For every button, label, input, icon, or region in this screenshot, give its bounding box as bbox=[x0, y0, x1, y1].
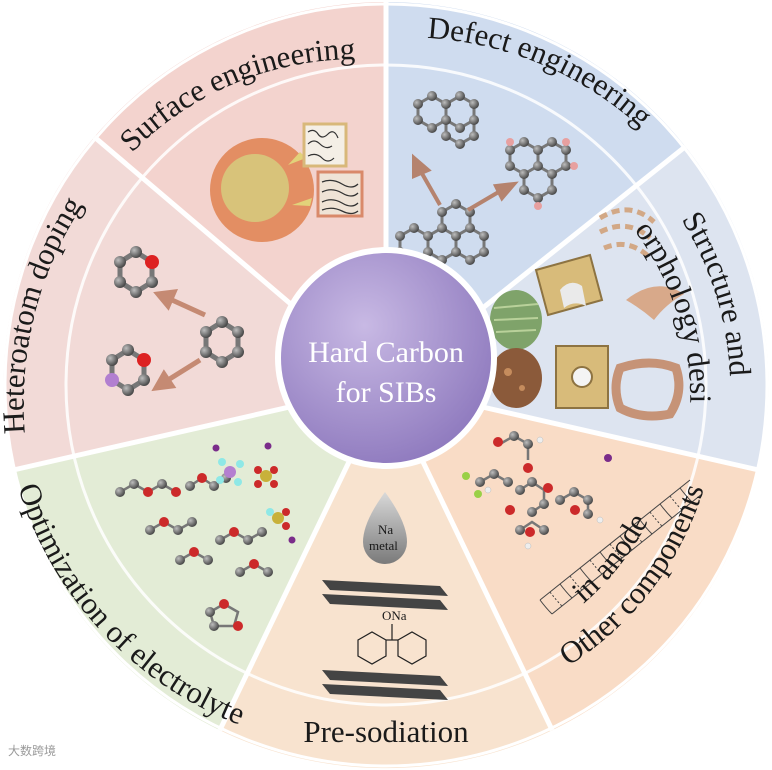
graphite-layers-lower bbox=[322, 670, 448, 700]
phosphorus-dopant bbox=[105, 373, 119, 387]
na-metal-droplet bbox=[363, 492, 407, 564]
electrolyte-molecules bbox=[115, 442, 296, 631]
label-pre-sodiation: Pre-sodiation bbox=[303, 714, 469, 749]
center-hub: Hard Carbon for SIBs bbox=[275, 247, 497, 469]
morphology-shapes bbox=[490, 207, 684, 421]
heteroatom-molecules bbox=[105, 246, 244, 396]
surface-particle-illustration bbox=[210, 122, 364, 242]
heteroatom-arrows bbox=[151, 288, 207, 392]
watermark: 大数跨境 bbox=[8, 744, 57, 758]
center-title-line2: for SIBs bbox=[336, 376, 437, 409]
sector-pre-sodiation bbox=[219, 385, 553, 769]
diphenyl-structure bbox=[357, 624, 427, 665]
oxygen-dopant-2 bbox=[137, 353, 151, 367]
defect-arrows bbox=[412, 153, 519, 212]
salt-anions bbox=[212, 442, 296, 544]
oxygen-dopant bbox=[145, 255, 159, 269]
metal-label: metal bbox=[369, 538, 398, 553]
other-components-molecules bbox=[462, 431, 612, 550]
pre-sodiation-illustration: Na metal ONa bbox=[322, 492, 448, 700]
center-title-line1: Hard Carbon bbox=[308, 336, 464, 369]
graphite-layers-upper bbox=[322, 580, 448, 610]
ona-label: ONa bbox=[382, 608, 407, 623]
carbon-nanotube bbox=[539, 479, 703, 615]
defect-atoms bbox=[395, 91, 578, 265]
na-label: Na bbox=[378, 522, 393, 537]
